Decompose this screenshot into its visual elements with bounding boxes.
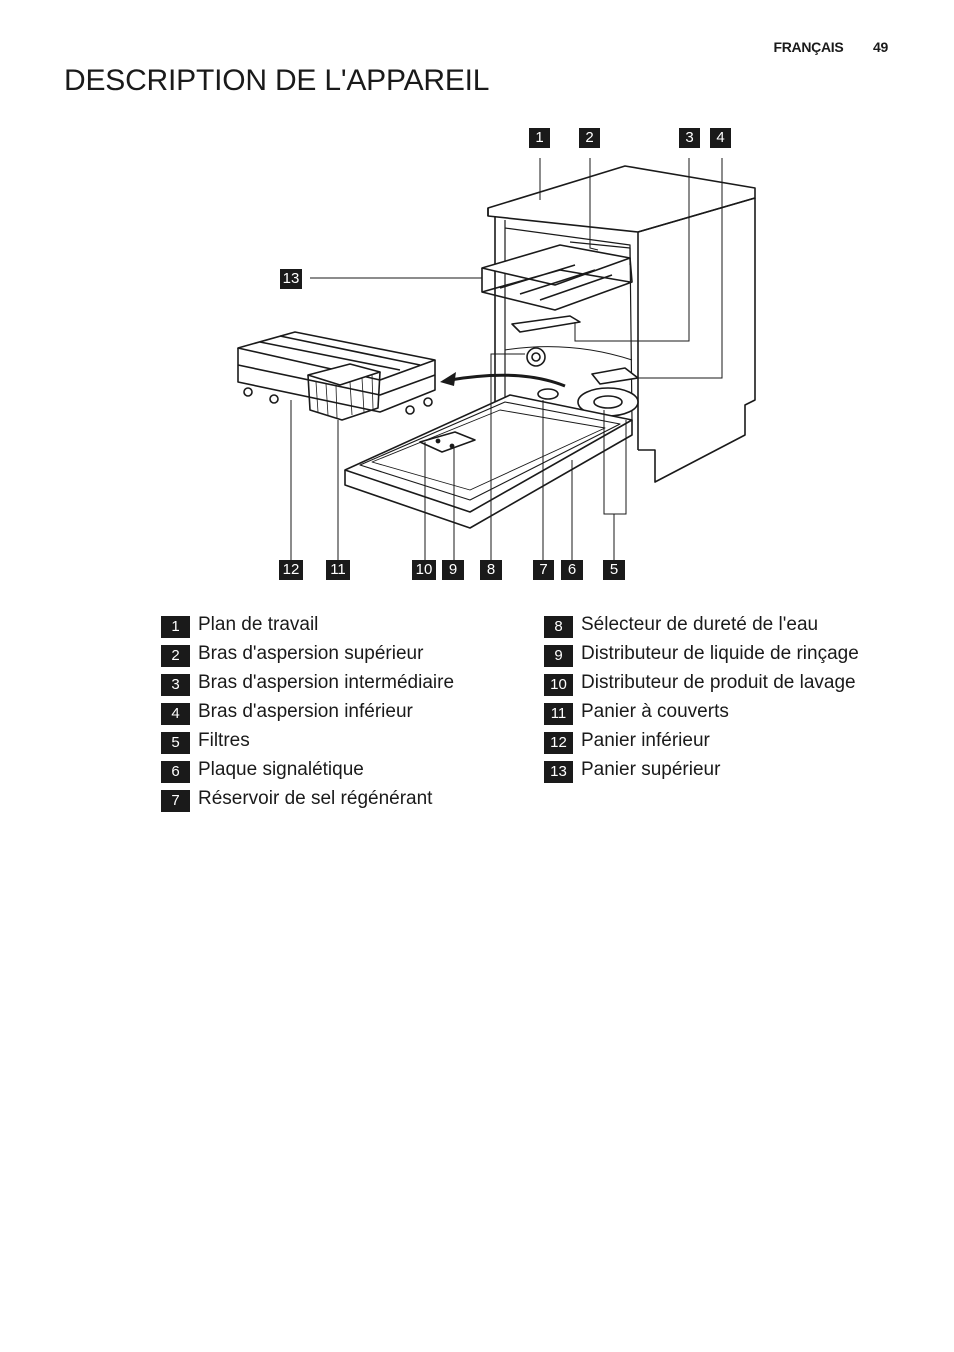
legend-item: 4 Bras d'aspersion inférieur [161, 697, 454, 726]
legend-left-column: 1 Plan de travail 2 Bras d'aspersion supér… [161, 610, 454, 813]
legend-label: Distributeur de produit de lavage [581, 671, 856, 693]
legend-number: 7 [161, 789, 190, 812]
legend-label: Plan de travail [198, 613, 319, 635]
legend-item: 2 Bras d'aspersion supérieur [161, 639, 454, 668]
legend-label: Panier supérieur [581, 758, 721, 780]
callout-2: 2 [579, 128, 600, 148]
legend-item: 7 Réservoir de sel régénérant [161, 784, 454, 813]
legend-number: 4 [161, 702, 190, 725]
legend-item: 12 Panier inférieur [544, 726, 859, 755]
page-title: DESCRIPTION DE L'APPAREIL [64, 64, 490, 97]
legend-label: Panier à couverts [581, 700, 729, 722]
callout-3: 3 [679, 128, 700, 148]
legend-number: 6 [161, 760, 190, 783]
legend-item: 3 Bras d'aspersion intermédiaire [161, 668, 454, 697]
page-number: 49 [873, 39, 888, 55]
callout-8: 8 [480, 560, 502, 580]
legend-label: Bras d'aspersion intermédiaire [198, 671, 455, 693]
dishwasher-illustration [237, 158, 756, 560]
legend-item: 8 Sélecteur de dureté de l'eau [544, 610, 859, 639]
language-label: FRANÇAIS [773, 39, 844, 55]
legend-label: Sélecteur de dureté de l'eau [581, 613, 819, 635]
legend-number: 5 [161, 731, 190, 754]
callout-9: 9 [442, 560, 464, 580]
legend-label: Filtres [198, 729, 250, 751]
legend-label: Panier inférieur [581, 729, 710, 751]
legend-number: 9 [544, 644, 573, 667]
callout-12: 12 [279, 560, 303, 580]
callout-13: 13 [280, 269, 302, 289]
legend-item: 10 Distributeur de produit de lavage [544, 668, 859, 697]
legend-item: 6 Plaque signalétique [161, 755, 454, 784]
legend-number: 11 [544, 702, 573, 725]
legend-item: 11 Panier à couverts [544, 697, 859, 726]
legend-number: 13 [544, 760, 573, 783]
legend-label: Plaque signalétique [198, 758, 364, 780]
legend-label: Bras d'aspersion supérieur [198, 642, 424, 664]
legend-number: 12 [544, 731, 573, 754]
legend-item: 1 Plan de travail [161, 610, 454, 639]
legend-number: 8 [544, 615, 573, 638]
legend-label: Réservoir de sel régénérant [198, 787, 433, 809]
callout-4: 4 [710, 128, 731, 148]
callout-11: 11 [326, 560, 350, 580]
callout-10: 10 [412, 560, 436, 580]
legend-number: 1 [161, 615, 190, 638]
callout-5: 5 [603, 560, 625, 580]
legend-number: 3 [161, 673, 190, 696]
callout-1: 1 [529, 128, 550, 148]
legend-item: 13 Panier supérieur [544, 755, 859, 784]
legend-number: 2 [161, 644, 190, 667]
callout-6: 6 [561, 560, 583, 580]
page-header: FRANÇAIS 49 [773, 39, 888, 55]
legend-item: 5 Filtres [161, 726, 454, 755]
legend-label: Bras d'aspersion inférieur [198, 700, 413, 722]
legend-item: 9 Distributeur de liquide de rinçage [544, 639, 859, 668]
callout-7: 7 [533, 560, 554, 580]
dishwasher-diagram: 1 2 3 4 13 12 11 10 9 8 7 6 5 [200, 120, 760, 590]
legend-number: 10 [544, 673, 573, 696]
legend-label: Distributeur de liquide de rinçage [581, 642, 859, 664]
